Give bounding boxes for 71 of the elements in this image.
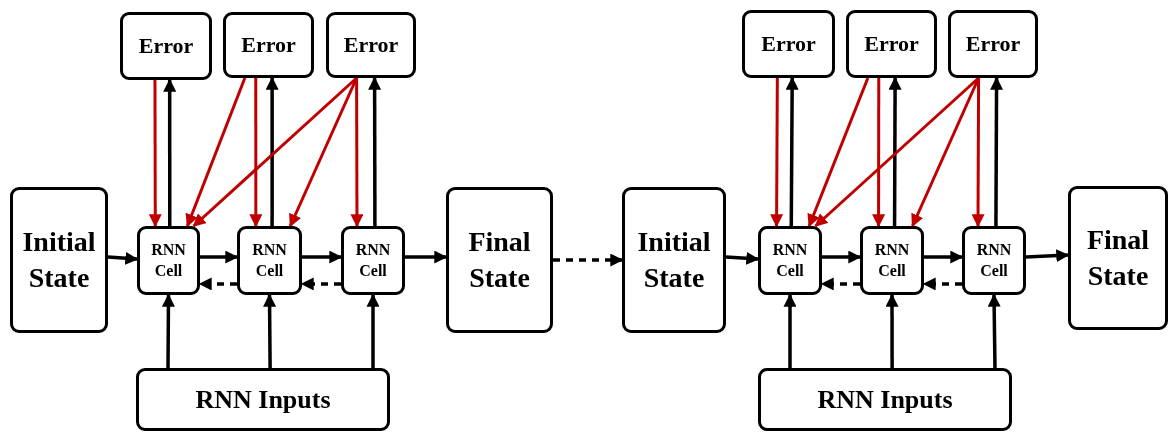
process-box <box>326 12 416 78</box>
process-box <box>948 10 1038 78</box>
arrow <box>987 293 1001 369</box>
process-box <box>758 368 1012 431</box>
arrow <box>405 250 448 264</box>
arrow <box>1025 249 1070 263</box>
arrow <box>820 277 860 291</box>
arrow <box>263 293 277 368</box>
arrow <box>553 253 624 267</box>
arrow <box>807 77 870 228</box>
arrow <box>350 78 364 228</box>
box-label: Final State <box>1085 222 1151 293</box>
process-box <box>742 10 835 78</box>
process-box <box>136 368 390 431</box>
process-box <box>137 226 200 295</box>
process-box <box>622 187 726 333</box>
arrow <box>249 78 263 228</box>
box-label: RNN Cell <box>873 239 911 281</box>
box-label: RNN Cell <box>354 239 392 281</box>
box-label: RNN Cell <box>771 239 809 281</box>
arrow <box>192 76 358 228</box>
arrow <box>783 293 797 368</box>
box-label: RNN Cell <box>251 239 288 281</box>
arrow <box>924 250 964 264</box>
process-box <box>446 187 553 333</box>
arrow <box>785 76 799 226</box>
box-label: Error <box>138 31 194 60</box>
process-box <box>846 10 937 78</box>
arrow <box>770 78 784 228</box>
arrow <box>107 251 139 265</box>
process-box <box>758 226 822 295</box>
arrow <box>922 277 962 291</box>
process-box <box>237 226 302 295</box>
process-box <box>223 12 314 78</box>
arrow <box>971 78 985 228</box>
process-box <box>341 226 405 295</box>
arrow <box>990 76 1004 226</box>
box-label: Initial State <box>636 224 712 295</box>
arrow <box>814 76 980 228</box>
process-box <box>1068 186 1168 330</box>
box-label: RNN Inputs <box>817 383 953 416</box>
arrow <box>725 251 760 265</box>
arrow <box>185 77 247 228</box>
process-box <box>120 12 212 80</box>
arrow <box>163 78 177 226</box>
arrow <box>161 293 175 368</box>
box-label: Error <box>965 29 1021 58</box>
arrow <box>300 277 341 291</box>
box-label: Error <box>343 30 399 59</box>
arrow <box>888 76 902 226</box>
box-label: RNN Cell <box>150 239 187 281</box>
arrow <box>265 76 279 226</box>
box-label: RNN Cell <box>975 239 1013 281</box>
arrow <box>872 78 886 228</box>
process-box <box>10 187 108 333</box>
arrow <box>368 76 382 226</box>
arrow <box>200 250 239 264</box>
box-label: Initial State <box>21 224 97 295</box>
arrow <box>198 277 237 291</box>
arrow <box>822 250 862 264</box>
box-label: Error <box>761 29 816 58</box>
arrow <box>885 293 899 368</box>
arrow <box>148 80 162 228</box>
process-box <box>962 226 1026 295</box>
box-label: Error <box>864 29 919 58</box>
box-label: Final State <box>467 224 532 295</box>
box-label: Error <box>241 30 296 59</box>
box-label: RNN Inputs <box>195 383 331 416</box>
arrow <box>302 250 343 264</box>
arrow <box>366 293 380 368</box>
process-box <box>860 226 924 295</box>
